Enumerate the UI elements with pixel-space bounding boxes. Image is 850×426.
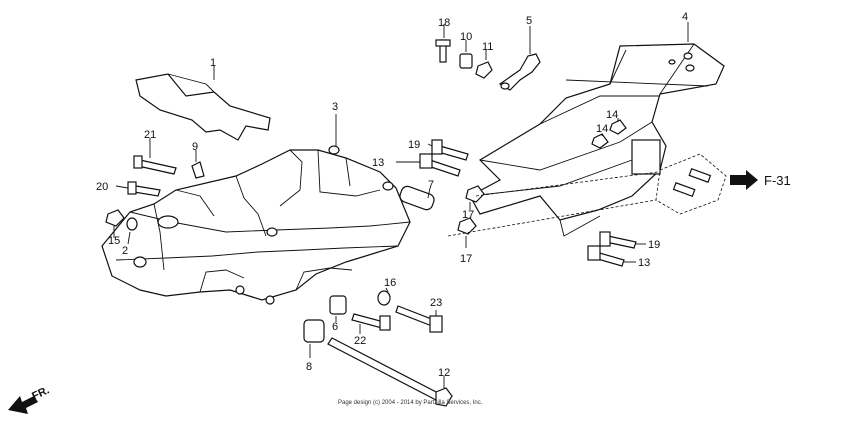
callout-7: 7 [428, 179, 434, 191]
callout-labels: 1 2 3 4 5 6 7 8 9 10 11 12 13 13 14 14 1… [96, 11, 688, 379]
part-3-main-frame [101, 114, 411, 305]
callout-16: 16 [384, 277, 396, 289]
callout-9: 9 [192, 141, 198, 153]
callout-23: 23 [430, 297, 442, 309]
front-arrow-icon [8, 396, 38, 414]
callout-1: 1 [210, 57, 216, 69]
callout-22: 22 [354, 335, 366, 347]
callout-3: 3 [332, 101, 338, 113]
reference-f31[interactable]: F-31 [730, 170, 791, 190]
callout-13-upper: 13 [372, 157, 384, 169]
callout-20: 20 [96, 181, 108, 193]
callout-11: 11 [482, 41, 493, 53]
callout-21: 21 [144, 129, 156, 141]
part-5-bracket [498, 26, 541, 91]
callout-17-a: 17 [462, 209, 474, 221]
callout-5: 5 [526, 15, 532, 27]
callout-19-lower: 19 [648, 239, 660, 251]
callout-8: 8 [306, 361, 312, 373]
callout-14-b: 14 [596, 123, 608, 135]
front-indicator: FR. [8, 384, 51, 414]
callout-10: 10 [460, 31, 472, 43]
front-label: FR. [30, 384, 51, 402]
callout-14-a: 14 [606, 109, 618, 121]
copyright-text: Page design (c) 2004 - 2014 by Partzilla… [338, 400, 483, 406]
part-1-plate [135, 66, 271, 141]
reference-label: F-31 [764, 173, 791, 188]
callout-2: 2 [122, 245, 128, 257]
callout-12: 12 [438, 367, 450, 379]
hardware-group [105, 24, 727, 407]
callout-4: 4 [682, 11, 688, 23]
callout-18: 18 [438, 17, 450, 29]
callout-19-upper: 19 [408, 139, 420, 151]
callout-13-lower: 13 [638, 257, 650, 269]
part-4-rear-subframe [469, 22, 725, 237]
callout-15: 15 [108, 235, 120, 247]
callout-6: 6 [332, 321, 338, 333]
arrow-right-icon [730, 170, 758, 190]
callout-17-b: 17 [460, 253, 472, 265]
